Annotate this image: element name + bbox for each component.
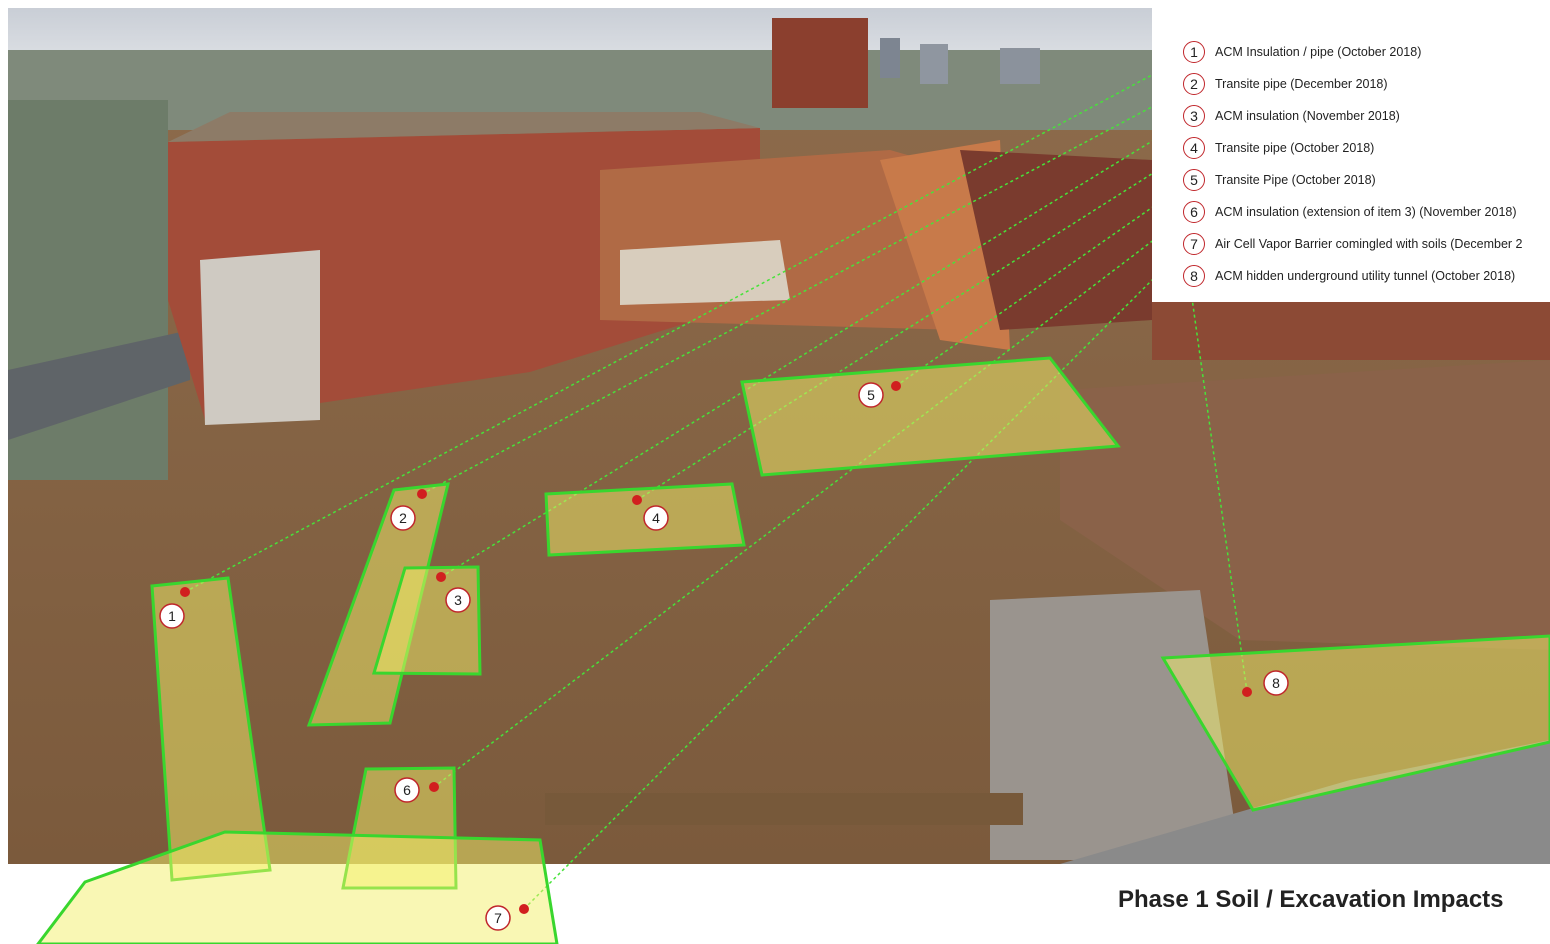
legend-item-5: 5 Transite Pipe (October 2018) <box>1152 166 1376 194</box>
badge-7-number: 7 <box>494 910 502 926</box>
legend-badge-7: 7 <box>1183 233 1205 255</box>
marker-1 <box>180 587 190 597</box>
badge-8-number: 8 <box>1272 675 1280 691</box>
legend-badge-3: 3 <box>1183 105 1205 127</box>
badge-1 <box>159 603 185 629</box>
badge-5-number: 5 <box>867 387 875 403</box>
zone-2 <box>306 482 450 727</box>
badge-2 <box>390 505 416 531</box>
legend-item-7: 7 Air Cell Vapor Barrier comingled with … <box>1152 230 1523 258</box>
badge-6-number: 6 <box>403 782 411 798</box>
marker-7 <box>519 904 529 914</box>
legend-item-3: 3 ACM insulation (November 2018) <box>1152 102 1400 130</box>
badge-8 <box>1263 670 1289 696</box>
marker-2 <box>417 489 427 499</box>
legend-label-8: ACM hidden underground utility tunnel (O… <box>1215 269 1516 283</box>
legend-item-1: 1 ACM Insulation / pipe (October 2018) <box>1152 38 1421 66</box>
badge-3 <box>445 587 471 613</box>
marker-6 <box>429 782 439 792</box>
marker-3 <box>436 572 446 582</box>
badge-4 <box>643 505 669 531</box>
badge-7 <box>485 905 511 931</box>
badge-4-number: 4 <box>652 510 660 526</box>
zone-8 <box>1160 634 1550 812</box>
figure-caption: Phase 1 Soil / Excavation Impacts <box>1118 886 1504 913</box>
legend-item-4: 4 Transite pipe (October 2018) <box>1152 134 1374 162</box>
legend-label-6: ACM insulation (extension of item 3) (No… <box>1215 205 1517 219</box>
legend-badge-8: 8 <box>1183 265 1205 287</box>
badge-6 <box>394 777 420 803</box>
legend-badge-6: 6 <box>1183 201 1205 223</box>
legend-badge-4: 4 <box>1183 137 1205 159</box>
legend-item-8: 8 ACM hidden underground utility tunnel … <box>1152 262 1515 290</box>
legend-label-2: Transite pipe (December 2018) <box>1215 77 1388 91</box>
marker-5 <box>891 381 901 391</box>
legend-label-5: Transite Pipe (October 2018) <box>1215 173 1376 187</box>
legend-badge-1: 1 <box>1183 41 1205 63</box>
marker-4 <box>632 495 642 505</box>
legend-label-1: ACM Insulation / pipe (October 2018) <box>1215 45 1422 59</box>
legend-label-7: Air Cell Vapor Barrier comingled with so… <box>1215 237 1523 251</box>
legend-badge-5: 5 <box>1183 169 1205 191</box>
legend-panel: 1 ACM Insulation / pipe (October 2018) 2… <box>1152 0 1550 302</box>
badge-2-number: 2 <box>399 510 407 526</box>
legend-label-4: Transite pipe (October 2018) <box>1215 141 1375 155</box>
legend-item-2: 2 Transite pipe (December 2018) <box>1152 70 1388 98</box>
zone-5 <box>740 356 1121 477</box>
badge-3-number: 3 <box>454 592 462 608</box>
badge-5 <box>858 382 884 408</box>
badge-1-number: 1 <box>168 608 176 624</box>
marker-8 <box>1242 687 1252 697</box>
legend-label-3: ACM insulation (November 2018) <box>1215 109 1400 123</box>
legend-badge-2: 2 <box>1183 73 1205 95</box>
legend-item-6: 6 ACM insulation (extension of item 3) (… <box>1152 198 1517 226</box>
zone-7 <box>36 830 559 944</box>
